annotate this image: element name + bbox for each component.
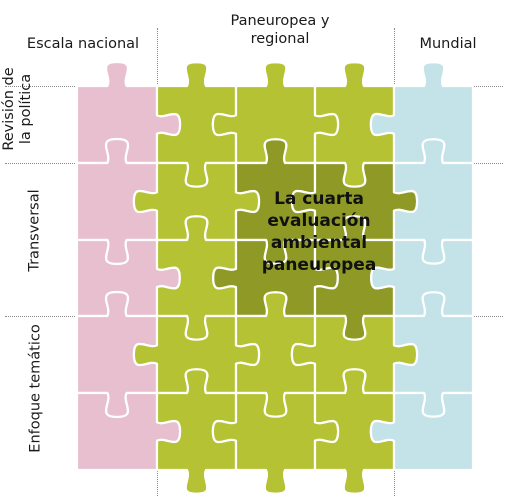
center-title-line3: ambiental xyxy=(270,233,368,253)
row-label-policy-review-line1: Revisión de xyxy=(1,67,17,151)
column-header-regional-line1: Paneuropea y xyxy=(230,13,330,29)
column-header-global: Mundial xyxy=(419,36,477,52)
row-label-thematic-focus: Enfoque temático xyxy=(27,324,44,453)
center-title-line4: paneuropea xyxy=(261,255,377,275)
center-title: La cuarta evaluación ambiental paneurope… xyxy=(238,188,400,276)
row-label-policy-review: Revisión de la política xyxy=(1,59,35,159)
row-label-policy-review-line2: la política xyxy=(18,73,34,145)
puzzle-piece-r5-c5 xyxy=(369,391,475,472)
row-label-transversal: Transversal xyxy=(26,189,43,272)
column-header-regional: Paneuropea y regional xyxy=(190,12,370,48)
center-title-line1: La cuarta xyxy=(274,189,364,209)
column-header-national: Escala nacional xyxy=(26,36,140,52)
column-header-regional-line2: regional xyxy=(250,31,310,47)
center-title-line2: evaluación xyxy=(267,211,371,231)
